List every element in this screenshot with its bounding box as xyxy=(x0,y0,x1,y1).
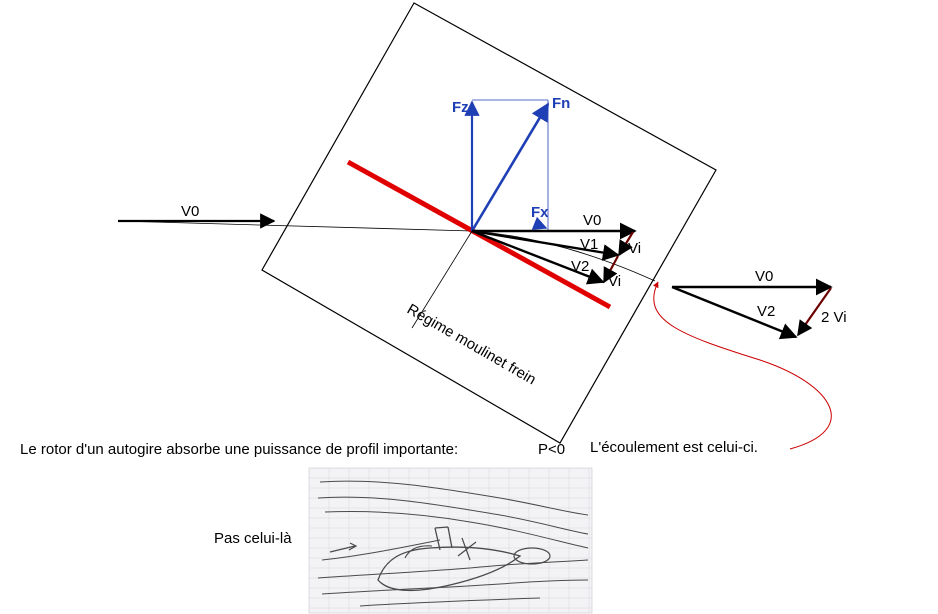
vi-1-arrow xyxy=(618,231,634,257)
pointer-curve xyxy=(652,281,832,450)
regime-label: Régime moulinet frein xyxy=(404,301,539,389)
v2-rotor-arrow xyxy=(471,229,605,285)
rotor-axis-line xyxy=(411,230,473,329)
vi-2-label: Vi xyxy=(608,273,621,290)
two-vi-arrow xyxy=(797,287,832,337)
power-caption: P<0 xyxy=(538,441,566,458)
v2-rotor-label: V2 xyxy=(571,258,589,275)
vi-2-arrow xyxy=(603,255,619,284)
v2-far-arrow xyxy=(671,285,798,340)
flow-yes-caption: L'écoulement est celui-ci. xyxy=(590,439,758,456)
v1-arrow xyxy=(471,229,620,261)
v0-rotor-label: V0 xyxy=(583,212,601,229)
fn-arrow xyxy=(470,102,550,232)
v2-far-label: V2 xyxy=(757,303,775,320)
fx-arrow xyxy=(531,216,548,230)
v1-label: V1 xyxy=(580,236,598,253)
two-vi-label: 2 Vi xyxy=(821,309,847,326)
statement-caption: Le rotor d'un autogire absorbe une puiss… xyxy=(20,441,459,458)
fz-label: Fz xyxy=(452,99,469,116)
streamline xyxy=(117,220,656,282)
fx-label: Fx xyxy=(531,204,549,221)
control-volume-square xyxy=(261,2,717,444)
v0-incoming-label: V0 xyxy=(181,203,199,220)
vi-1-label: Vi xyxy=(628,240,641,257)
fn-label: Fn xyxy=(552,95,570,112)
sketch-flow-figure xyxy=(308,467,593,614)
flow-no-caption: Pas celui-là xyxy=(214,530,292,547)
v0-far-label: V0 xyxy=(755,268,773,285)
